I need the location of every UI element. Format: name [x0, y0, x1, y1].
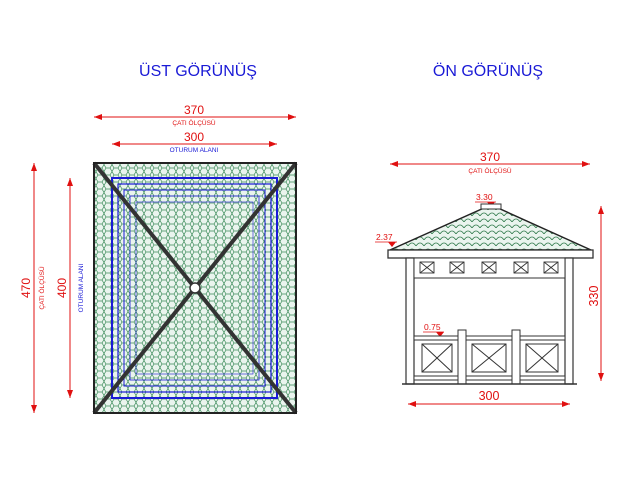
seating-width-value: 300: [184, 130, 204, 144]
roof-plan: [92, 161, 298, 415]
gazebo-elevation: [387, 203, 594, 385]
roof-width-label: ÇATI ÖLÇÜSÜ: [172, 119, 216, 127]
roof-width-value: 370: [184, 103, 204, 117]
front-roof-width-value: 370: [480, 150, 500, 164]
svg-text:3.30: 3.30: [476, 192, 493, 202]
seating-width-label: OTURUM ALANI: [170, 147, 219, 154]
seating-height-label: OTURUM ALANI: [78, 263, 85, 312]
base-width-value: 300: [479, 389, 500, 403]
front-roof-width-label: ÇATI ÖLÇÜSÜ: [468, 167, 512, 175]
roof-height-value: 470: [19, 278, 33, 298]
total-height-value: 330: [587, 286, 601, 307]
eave-level-marker: 2.37: [375, 232, 397, 247]
front-view-title: ÖN GÖRÜNÜŞ: [433, 62, 543, 80]
rail-level-marker: 0.75: [423, 322, 444, 337]
svg-text:2.37: 2.37: [376, 232, 393, 242]
roof-height-label: ÇATI ÖLÇÜSÜ: [38, 266, 46, 310]
seating-height-value: 400: [55, 278, 69, 298]
top-view-title: ÜST GÖRÜNÜŞ: [139, 62, 257, 80]
svg-text:0.75: 0.75: [424, 322, 441, 332]
